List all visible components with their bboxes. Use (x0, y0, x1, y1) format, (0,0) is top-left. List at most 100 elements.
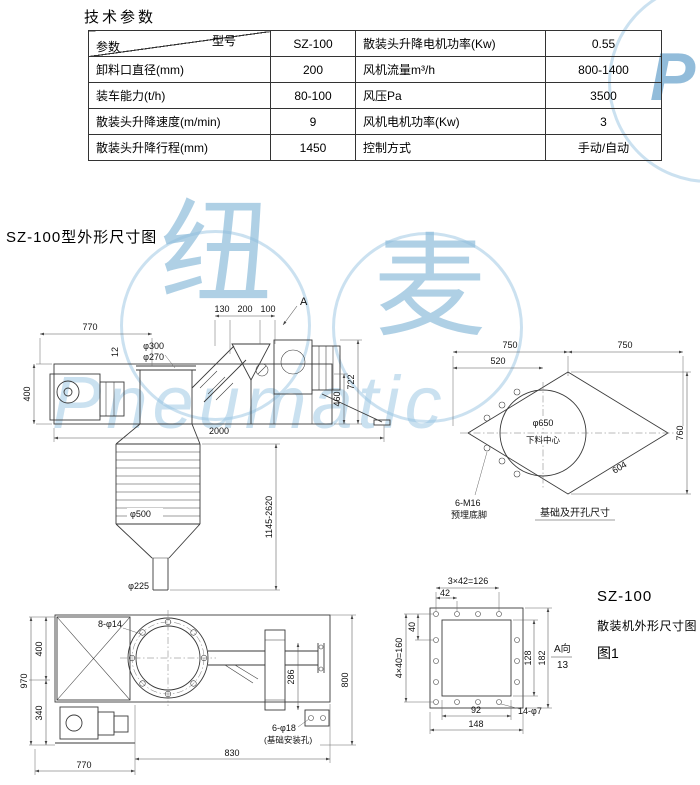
spec-cell-label: 散装头升降电机功率(Kw) (355, 30, 546, 57)
figure-caption: SZ-100 散装机外形尺寸图 图1 (597, 588, 697, 663)
foundation-caption: 基础及开孔尺寸 (535, 506, 615, 521)
table-row: 散装头升降速度(m/min) 9 风机电机功率(Kw) 3 (88, 108, 662, 135)
feed-center-label: 下料中心 (526, 435, 561, 445)
dim-970: 970 (19, 673, 29, 688)
dim-2000: 2000 (209, 426, 229, 436)
foundation-caption-text: 基础及开孔尺寸 (540, 506, 610, 519)
spec-cell-value: 3500 (545, 82, 662, 109)
dim-130: 130 (214, 304, 229, 314)
dim-604: 604 (610, 459, 628, 475)
feed-center-labels: φ650 下料中心 604 (523, 418, 628, 476)
slewing-ring: 8-φ14 (98, 610, 216, 706)
top-view-dimensions: 400 340 970 286 800 830 770 (19, 614, 356, 775)
dim-520: 520 (490, 356, 505, 366)
frame-outline (54, 614, 331, 703)
hole-pattern-dimensions: 3×42=126 42 4×40=160 40 128 182 92 148 1… (394, 576, 552, 734)
figure-name: 散装机外形尺寸图 (597, 619, 698, 633)
section-title-dimension-drawing: SZ-100型外形尺寸图 (6, 229, 158, 246)
dim-770-top: 770 (76, 760, 91, 770)
spec-cell-label: 装车能力(t/h) (88, 82, 271, 109)
spec-cell-value: 80-100 (270, 82, 356, 109)
dim-182: 182 (537, 650, 547, 665)
foundation-outline (460, 371, 675, 495)
spec-cell-value: 9 (270, 108, 356, 135)
spec-cell-value: 0.55 (545, 30, 662, 57)
spec-cell-label: 散装头升降速度(m/min) (88, 108, 271, 135)
bolt-holes (433, 611, 520, 705)
dim-200: 200 (237, 304, 252, 314)
figure-number: 图1 (597, 645, 619, 661)
fan-footprint (264, 629, 286, 711)
spec-cell-value: 800-1400 (545, 56, 662, 83)
discharge-cone (115, 523, 201, 559)
dim-phi300: φ300 (143, 341, 164, 351)
dim-phi650: φ650 (533, 418, 554, 428)
drawing-top-view: 8-φ14 6-φ18 (基础安装孔) 400 (19, 610, 356, 775)
dim-800: 800 (340, 672, 350, 687)
plate-outline (429, 607, 524, 709)
dim-travel-1145-2620: 1145-2620 (264, 496, 274, 538)
inclined-duct (191, 345, 247, 403)
view-a-title: A向 (554, 642, 571, 655)
dim-3x42: 3×42=126 (448, 576, 489, 586)
dim-830: 830 (224, 748, 239, 758)
dim-148: 148 (468, 719, 483, 729)
dim-14-phi7: 14-φ7 (518, 706, 542, 716)
table-diagonal-header-cell: 型号 参数 (88, 30, 271, 57)
dim-phi225: φ225 (128, 581, 149, 591)
drawing-side-view: 130 200 100 A 770 12 φ300 φ270 400 460 7… (22, 296, 391, 591)
dim-770-side: 770 (82, 322, 97, 332)
dim-12: 12 (110, 347, 120, 357)
spec-cell-label: 风压Pa (355, 82, 546, 109)
anchor-bolts: 6-M16 预埋底脚 (451, 388, 521, 520)
spec-cell-label: 散装头升降行程(mm) (88, 134, 271, 161)
table-row: 装车能力(t/h) 80-100 风压Pa 3500 (88, 82, 662, 109)
spec-cell-value: 手动/自动 (545, 134, 662, 161)
anchor-bolt-note: 预埋底脚 (451, 509, 487, 520)
view-a-number: 13 (557, 660, 569, 671)
dim-286: 286 (286, 669, 296, 684)
dim-400-side: 400 (22, 386, 32, 401)
dim-phi270: φ270 (143, 352, 164, 362)
dim-phi500: φ500 (130, 509, 151, 519)
dim-100: 100 (260, 304, 275, 314)
drawing-foundation-plan: 750 750 520 φ650 下料中心 604 760 6-M16 预埋底脚… (451, 340, 691, 521)
mount-plate: 6-φ18 (基础安装孔) (264, 709, 330, 745)
hopper (136, 365, 196, 425)
spec-table: 型号 参数 SZ-100 散装头升降电机功率(Kw) 0.55 卸料口直径(mm… (88, 30, 662, 161)
drawing-hole-pattern: 3×42=126 42 4×40=160 40 128 182 92 148 1… (394, 576, 572, 734)
pump-unit (55, 706, 135, 744)
view-a-label: A (300, 296, 308, 308)
anchor-bolt-label: 6-M16 (455, 498, 481, 508)
diag-label-param: 参数 (96, 40, 121, 54)
spec-cell-value: 3 (545, 108, 662, 135)
spec-cell-label: 风机电机功率(Kw) (355, 108, 546, 135)
spec-cell-value: 1450 (270, 134, 356, 161)
mount-hole-note: (基础安装孔) (264, 735, 312, 745)
diag-label-model: 型号 (211, 34, 236, 48)
motor-unit (49, 373, 125, 421)
dim-750-left: 750 (502, 340, 517, 350)
spec-cell-model: SZ-100 (270, 30, 356, 57)
duct-and-flange (208, 643, 325, 684)
table-row: 卸料口直径(mm) 200 风机流量m³/h 800-1400 (88, 56, 662, 83)
foundation-dimensions-top: 750 750 520 (452, 340, 684, 426)
blower-unit (273, 339, 341, 395)
dim-92: 92 (471, 705, 481, 715)
dim-340: 340 (34, 705, 44, 720)
dim-760: 760 (675, 425, 685, 440)
dim-460: 460 (332, 391, 342, 406)
dim-42: 42 (440, 588, 450, 598)
discharge-pipe (152, 558, 169, 591)
dim-8-phi14: 8-φ14 (98, 619, 122, 629)
section-title-tech-params: 技术参数 (84, 9, 157, 26)
dim-128: 128 (523, 650, 533, 665)
dim-6-phi18: 6-φ18 (272, 723, 296, 733)
spec-cell-label: 控制方式 (355, 134, 546, 161)
dim-40: 40 (407, 622, 417, 632)
spec-cell-label: 风机流量m³/h (355, 56, 546, 83)
figure-model: SZ-100 (597, 588, 653, 605)
spec-cell-label: 卸料口直径(mm) (88, 56, 271, 83)
side-view-dimensions: 130 200 100 A 770 12 φ300 φ270 400 460 7… (22, 296, 385, 591)
